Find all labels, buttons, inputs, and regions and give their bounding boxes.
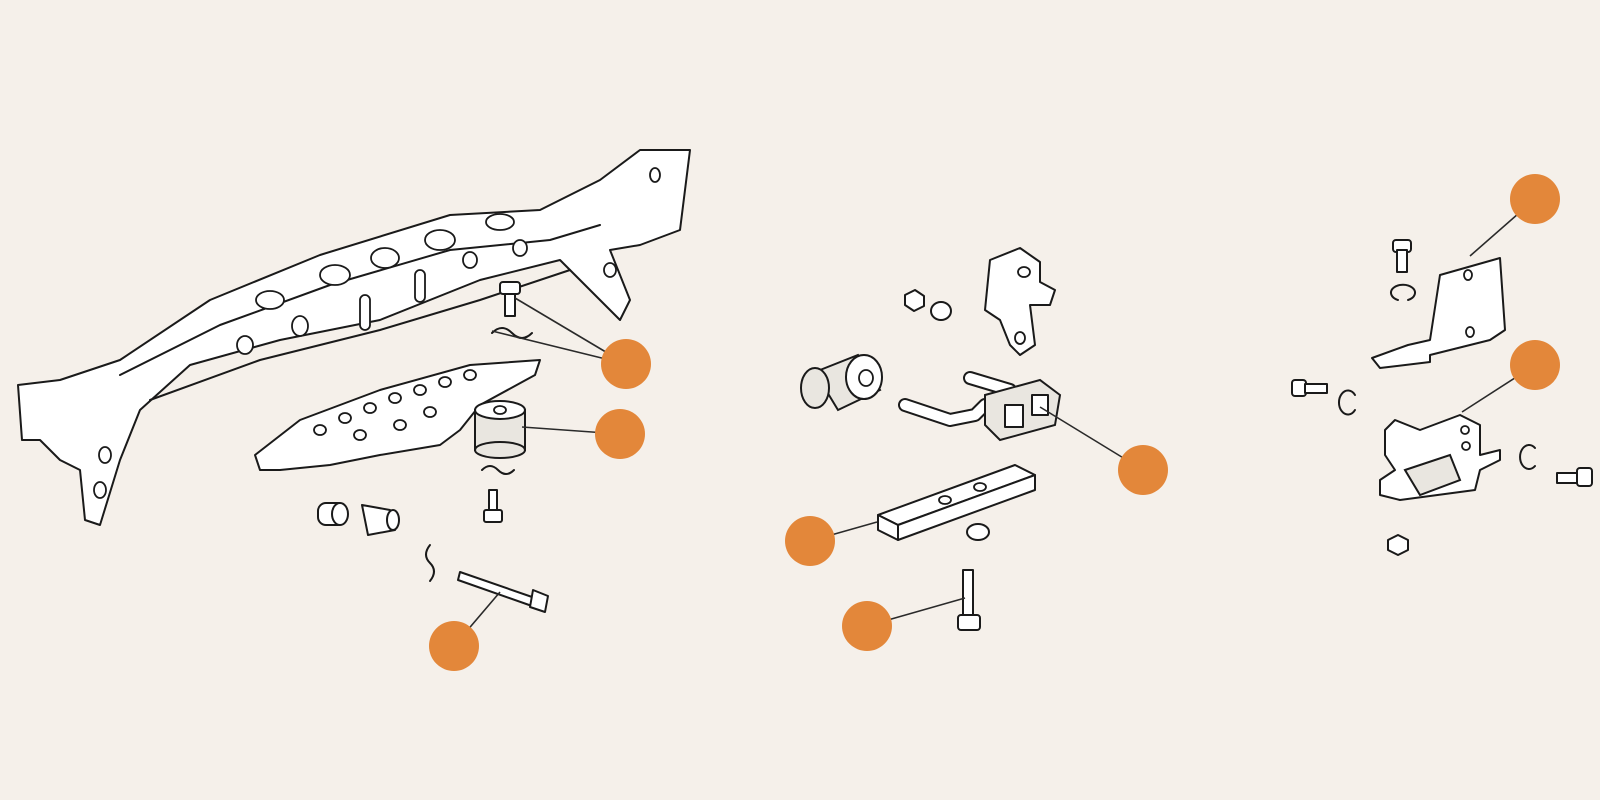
mount-hole [1461, 441, 1471, 451]
stabilizer-group [800, 247, 1062, 631]
clip-icon [317, 502, 349, 526]
nut-icon [1387, 534, 1409, 556]
washer-icon [966, 523, 990, 541]
callout-marker[interactable] [785, 516, 835, 566]
foam-bushing [800, 353, 883, 412]
bushing-bracket [984, 247, 1056, 356]
callout-marker[interactable] [1510, 340, 1560, 390]
bracket-hole [1014, 331, 1026, 345]
lock-washer-icon [425, 544, 435, 582]
lock-washer-icon [481, 465, 515, 475]
bolt-icon [483, 489, 503, 523]
snap-ring-icon [1519, 444, 1536, 470]
beam-holes [93, 167, 661, 499]
long-bolt-icon [457, 571, 549, 613]
bolt-icon [957, 569, 981, 631]
stabilizer-bushing [984, 378, 1062, 442]
washer-icon [930, 301, 952, 321]
callout-marker[interactable] [1118, 445, 1168, 495]
crossmember-group [17, 149, 691, 613]
nut-icon [904, 289, 925, 312]
bracket-hole [1017, 266, 1031, 278]
clip-icon [361, 504, 400, 536]
callout-marker[interactable] [842, 601, 892, 651]
upper-mount-bracket [1371, 257, 1506, 369]
bolt-icon [1291, 379, 1328, 397]
mount-insulator [1403, 453, 1462, 497]
callout-marker[interactable] [1510, 174, 1560, 224]
bolt-icon [1392, 239, 1412, 273]
lock-washer-icon [491, 327, 533, 339]
bracket-hole [1463, 269, 1473, 281]
callout-marker[interactable] [601, 339, 651, 389]
snap-ring-icon [1338, 389, 1356, 416]
bracket-hole [1465, 326, 1475, 338]
callout-marker[interactable] [429, 621, 479, 671]
callouts [429, 174, 1560, 671]
bolt-icon [1556, 467, 1593, 487]
stabilizer-bar [900, 373, 1015, 425]
mount-hole [1460, 425, 1470, 435]
mount-group [1291, 239, 1593, 556]
spacer-bar [877, 464, 1036, 541]
rubber-bushing [474, 400, 526, 459]
bolt-icon [499, 281, 521, 317]
plate-holes [313, 369, 477, 441]
lower-bracket-plate [254, 359, 541, 471]
callout-marker[interactable] [595, 409, 645, 459]
snap-ring-icon [1390, 283, 1416, 301]
